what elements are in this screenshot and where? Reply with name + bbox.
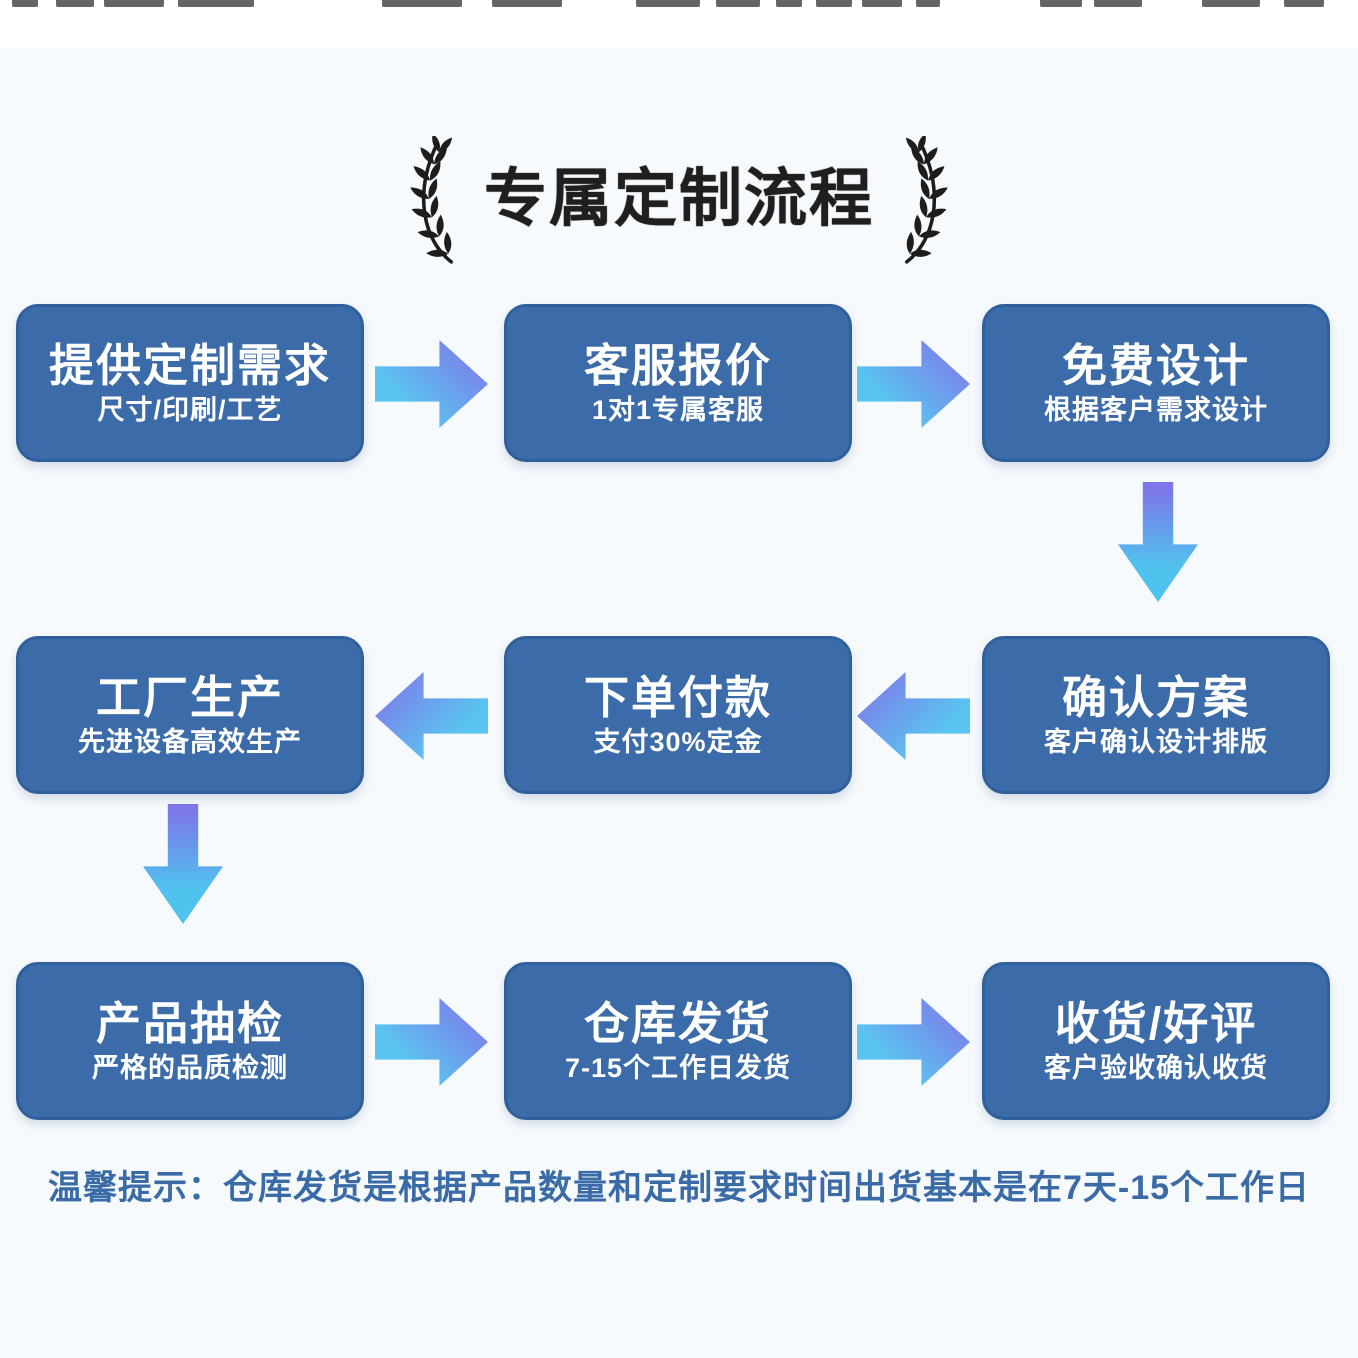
cropped-text-fragment (916, 0, 940, 7)
arrow-right-icon (375, 998, 488, 1086)
step-subtitle: 根据客户需求设计 (1044, 394, 1268, 425)
shipping-note-text: 温馨提示：仓库发货是根据产品数量和定制要求时间出货基本是在7天-15个工作日 (47, 1169, 1311, 1207)
cropped-text-fragment (56, 0, 94, 7)
cropped-text-fragment (1202, 0, 1260, 7)
cropped-text-fragment (716, 0, 760, 7)
step-title: 收货/好评 (1054, 997, 1258, 1049)
step-title: 仓库发货 (583, 997, 772, 1049)
step-box-confirm-plan: 确认方案 客户确认设计排版 (982, 636, 1330, 794)
step-box-product-inspection: 产品抽检 严格的品质检测 (16, 962, 364, 1120)
step-subtitle: 客户确认设计排版 (1044, 726, 1268, 757)
step-subtitle: 7-15个工作日发货 (564, 1052, 792, 1083)
arrow-right-icon (857, 998, 970, 1086)
step-box-service-quote: 客服报价 1对1专属客服 (504, 304, 852, 462)
step-subtitle: 支付30%定金 (593, 726, 763, 757)
cropped-text-fragment (1284, 0, 1324, 7)
step-title: 确认方案 (1061, 671, 1250, 723)
top-cropped-section (0, 0, 1358, 48)
cropped-text-fragment (636, 0, 700, 7)
arrow-right-icon (375, 340, 488, 428)
step-box-factory-production: 工厂生产 先进设备高效生产 (16, 636, 364, 794)
cropped-text-fragment (178, 0, 254, 7)
laurel-left-icon (409, 136, 456, 264)
cropped-text-fragment (1094, 0, 1142, 7)
step-box-provide-requirements: 提供定制需求 尺寸/印刷/工艺 (16, 304, 364, 462)
arrow-down-icon (143, 804, 223, 924)
step-title: 产品抽检 (95, 997, 284, 1049)
step-subtitle: 严格的品质检测 (92, 1052, 288, 1083)
step-subtitle: 1对1专属客服 (591, 394, 765, 425)
step-title: 免费设计 (1061, 339, 1250, 391)
step-title: 客服报价 (583, 339, 772, 391)
step-subtitle: 先进设备高效生产 (78, 726, 302, 757)
step-title: 工厂生产 (95, 671, 284, 723)
step-subtitle: 客户验收确认收货 (1044, 1052, 1268, 1083)
step-title: 下单付款 (583, 671, 772, 723)
step-box-warehouse-shipping: 仓库发货 7-15个工作日发货 (504, 962, 852, 1120)
cropped-text-fragment (776, 0, 802, 7)
step-box-receive-review: 收货/好评 客户验收确认收货 (982, 962, 1330, 1120)
title-row: 专属定制流程 (0, 128, 1358, 276)
arrow-left-icon (375, 672, 488, 760)
cropped-text-fragment (104, 0, 164, 7)
page-title: 专属定制流程 (484, 163, 874, 234)
cropped-text-fragment (382, 0, 462, 7)
cropped-text-fragment (862, 0, 902, 7)
cropped-text-fragment (492, 0, 562, 7)
cropped-text-fragment (12, 0, 38, 7)
step-subtitle: 尺寸/印刷/工艺 (97, 394, 283, 425)
arrow-down-icon (1118, 482, 1198, 602)
step-title: 提供定制需求 (48, 339, 331, 391)
step-box-free-design: 免费设计 根据客户需求设计 (982, 304, 1330, 462)
arrow-right-icon (857, 340, 970, 428)
cropped-text-fragment (1040, 0, 1082, 7)
step-box-order-payment: 下单付款 支付30%定金 (504, 636, 852, 794)
laurel-right-icon (902, 136, 949, 264)
arrow-left-icon (857, 672, 970, 760)
cropped-text-fragment (816, 0, 852, 7)
